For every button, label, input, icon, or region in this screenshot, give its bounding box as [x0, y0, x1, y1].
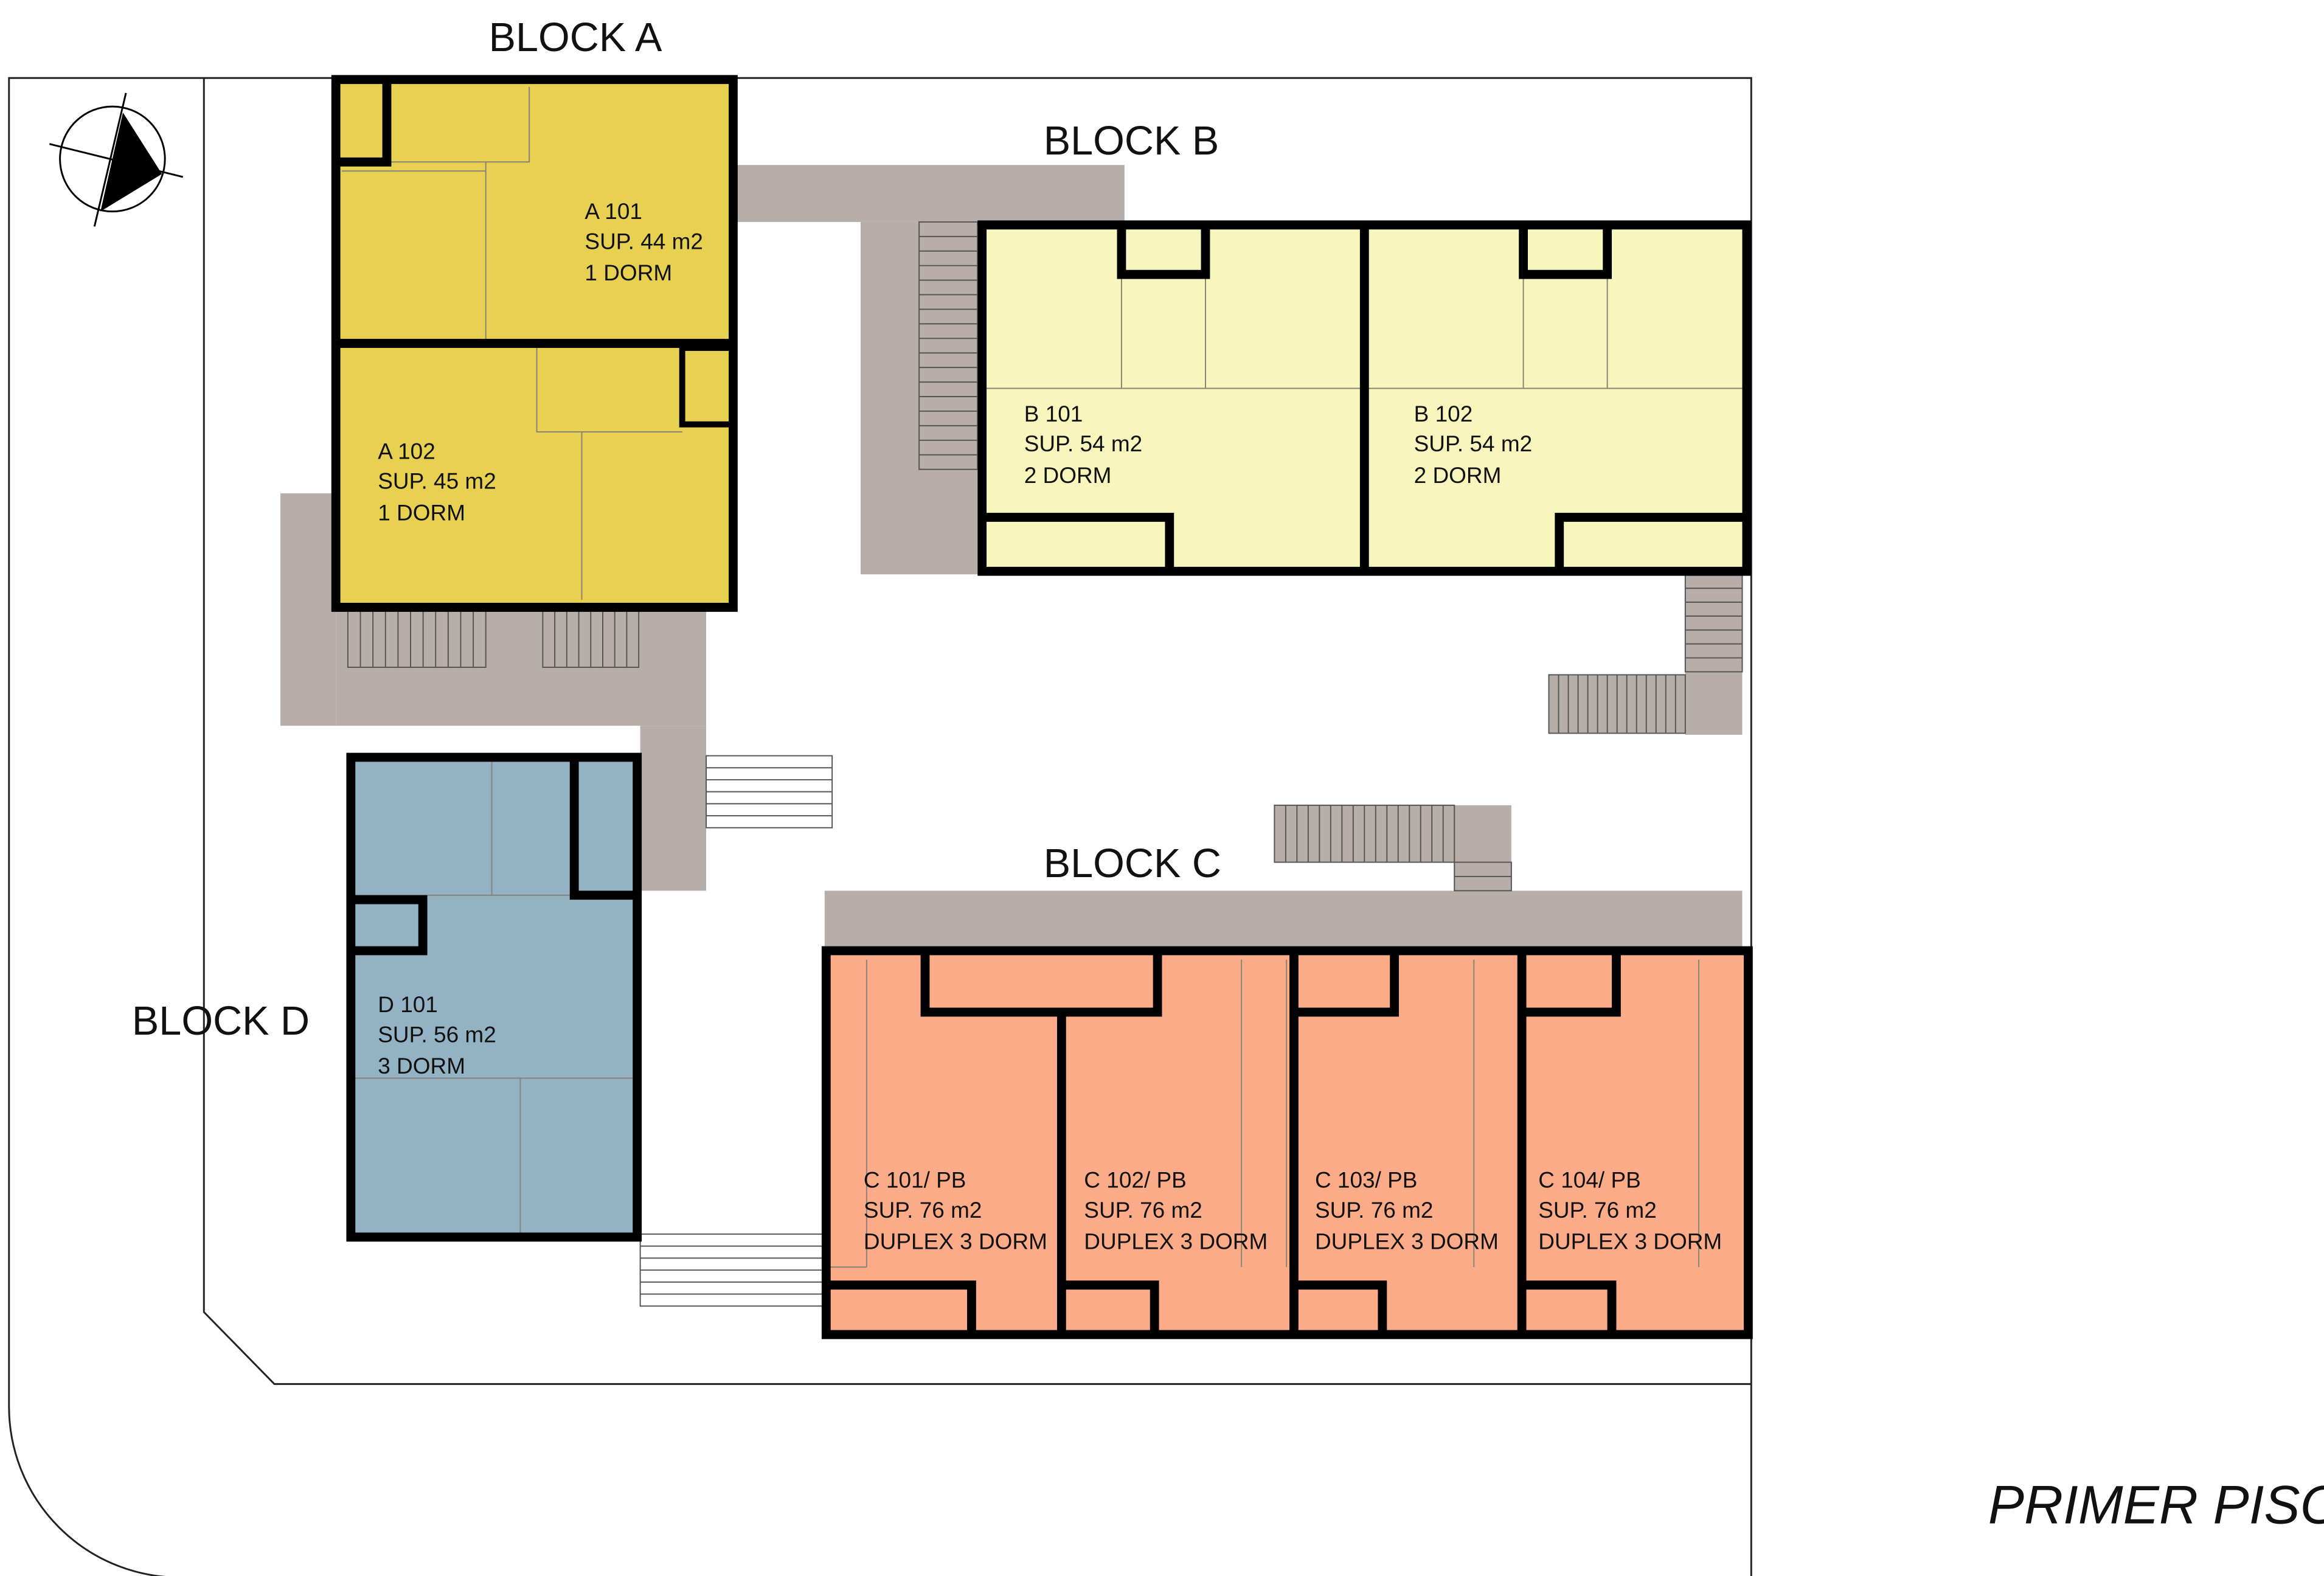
- stair-run: [1684, 574, 1743, 673]
- unit-label-c103: C 103/ PB SUP. 76 m2 DUPLEX 3 DORM: [1315, 1167, 1499, 1254]
- unit-label-c104: C 104/ PB SUP. 76 m2 DUPLEX 3 DORM: [1538, 1167, 1722, 1254]
- unit-label-b102: B 102 SUP. 54 m2 2 DORM: [1414, 401, 1533, 488]
- svg-text:3 DORM: 3 DORM: [378, 1054, 465, 1078]
- svg-text:SUP. 56 m2: SUP. 56 m2: [378, 1022, 496, 1047]
- site-boundary: [8, 77, 1752, 1576]
- unit-label-a102: A 102 SUP. 45 m2 1 DORM: [378, 439, 496, 525]
- unit-label-b101: B 101 SUP. 54 m2 2 DORM: [1024, 401, 1143, 488]
- svg-text:C 101/ PB: C 101/ PB: [864, 1167, 966, 1192]
- svg-text:A 102: A 102: [378, 439, 435, 463]
- block-a: [331, 75, 738, 612]
- block-d-title: BLOCK D: [132, 999, 310, 1044]
- block-c-title: BLOCK C: [1044, 841, 1221, 886]
- svg-text:SUP. 54 m2: SUP. 54 m2: [1414, 431, 1533, 456]
- svg-text:SUP. 45 m2: SUP. 45 m2: [378, 469, 496, 494]
- svg-text:SUP. 54 m2: SUP. 54 m2: [1024, 431, 1143, 456]
- unit-label-a101: A 101 SUP. 44 m2 1 DORM: [584, 199, 703, 285]
- svg-text:SUP. 44 m2: SUP. 44 m2: [584, 229, 703, 254]
- stair-run: [918, 221, 979, 470]
- block-b-title: BLOCK B: [1044, 119, 1219, 164]
- unit-label-c102: C 102/ PB SUP. 76 m2 DUPLEX 3 DORM: [1084, 1167, 1268, 1254]
- svg-text:B 101: B 101: [1024, 401, 1083, 426]
- svg-text:C 103/ PB: C 103/ PB: [1315, 1167, 1418, 1192]
- block-d: [346, 752, 642, 1242]
- svg-text:SUP. 76 m2: SUP. 76 m2: [1315, 1198, 1434, 1223]
- svg-text:B 102: B 102: [1414, 401, 1473, 426]
- svg-text:DUPLEX 3 DORM: DUPLEX 3 DORM: [1084, 1229, 1268, 1254]
- block-c: [821, 946, 1753, 1339]
- block-b: [977, 220, 1752, 576]
- stairs: [347, 221, 1743, 1307]
- unit-label-c101: C 101/ PB SUP. 76 m2 DUPLEX 3 DORM: [864, 1167, 1047, 1254]
- page-title: PRIMER PISO: [1988, 1475, 2324, 1535]
- svg-text:A 101: A 101: [584, 199, 642, 224]
- svg-text:2 DORM: 2 DORM: [1024, 463, 1112, 488]
- svg-text:1 DORM: 1 DORM: [378, 500, 465, 525]
- svg-text:DUPLEX 3 DORM: DUPLEX 3 DORM: [1538, 1229, 1722, 1254]
- svg-text:DUPLEX 3 DORM: DUPLEX 3 DORM: [864, 1229, 1047, 1254]
- svg-text:SUP. 76 m2: SUP. 76 m2: [1084, 1198, 1202, 1223]
- block-a-title: BLOCK A: [489, 15, 662, 60]
- svg-text:SUP. 76 m2: SUP. 76 m2: [1538, 1198, 1657, 1223]
- unit-label-d101: D 101 SUP. 56 m2 3 DORM: [378, 992, 496, 1078]
- svg-text:2 DORM: 2 DORM: [1414, 463, 1502, 488]
- north-arrow-icon: [49, 92, 184, 227]
- svg-text:SUP. 76 m2: SUP. 76 m2: [864, 1198, 982, 1223]
- svg-text:1 DORM: 1 DORM: [584, 260, 672, 285]
- svg-text:D 101: D 101: [378, 992, 438, 1017]
- stair-run: [347, 606, 487, 668]
- svg-text:DUPLEX 3 DORM: DUPLEX 3 DORM: [1315, 1229, 1499, 1254]
- svg-text:C 102/ PB: C 102/ PB: [1084, 1167, 1187, 1192]
- svg-text:C 104/ PB: C 104/ PB: [1538, 1167, 1641, 1192]
